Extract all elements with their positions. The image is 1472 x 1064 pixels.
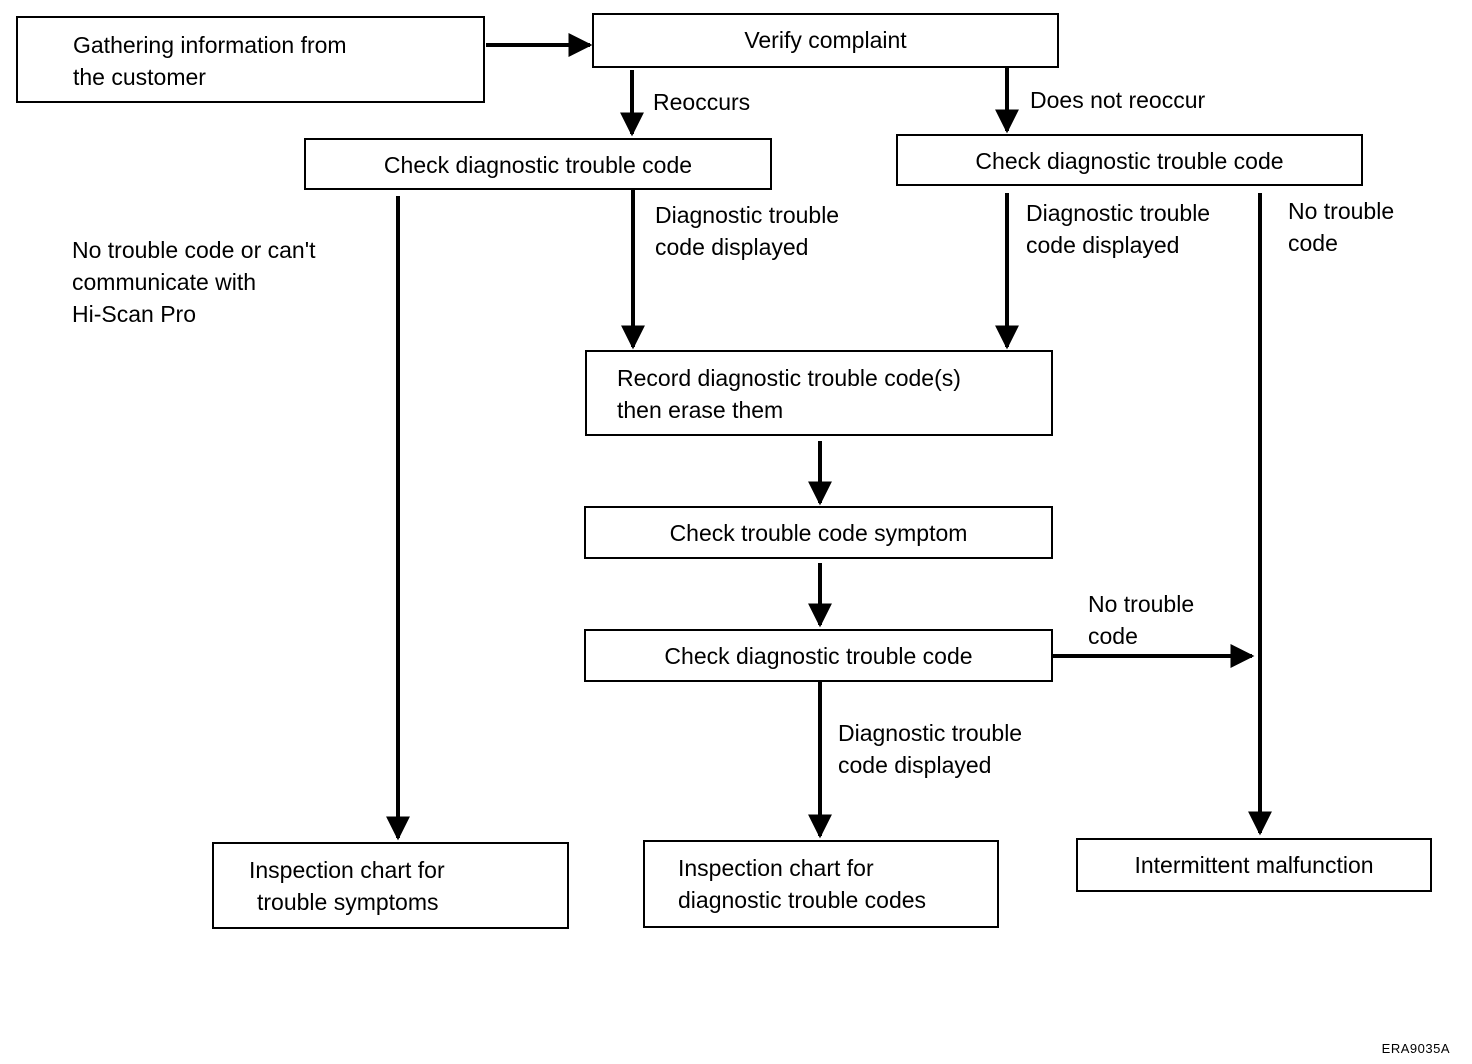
box-text-line: then erase them — [617, 397, 784, 423]
box-text-line: diagnostic trouble codes — [678, 887, 927, 913]
label-reoccurs: Reoccurs — [653, 86, 750, 118]
box-text-line: trouble symptoms — [257, 889, 439, 915]
label-no-code-right: No trouble code — [1288, 195, 1394, 259]
label-no-code-mid: No trouble code — [1088, 588, 1194, 652]
box-text-line: Record diagnostic trouble code(s) — [617, 365, 961, 391]
box-text-line: Intermittent malfunction — [1134, 852, 1374, 878]
label-no-code-left: No trouble code or can't communicate wit… — [72, 234, 315, 330]
label-line: No trouble — [1088, 591, 1195, 617]
label-does-not-reoccur: Does not reoccur — [1030, 84, 1205, 116]
box-text-line: the customer — [73, 64, 206, 90]
box-text-line: Check diagnostic trouble code — [664, 643, 973, 669]
label-line: communicate with — [72, 269, 257, 295]
label-line: No trouble — [1288, 198, 1395, 224]
box-text-line: Check diagnostic trouble code — [383, 152, 693, 178]
box-text-line: Gathering information from — [73, 32, 347, 58]
check-symptom-box: Check trouble code symptom — [584, 506, 1053, 559]
inspection-codes-box: Inspection chart for diagnostic trouble … — [643, 840, 999, 928]
check-dtc-box-left: Check diagnostic trouble code — [304, 138, 772, 190]
label-line: Diagnostic trouble — [838, 720, 1023, 746]
figure-code: ERA9035A — [1381, 1041, 1450, 1056]
label-line: code displayed — [655, 234, 809, 260]
label-line: Diagnostic trouble — [1026, 200, 1211, 226]
box-text-line: Inspection chart for — [678, 855, 874, 881]
label-line: code displayed — [838, 752, 992, 778]
label-line: Diagnostic trouble — [655, 202, 840, 228]
label-dtc-displayed-left: Diagnostic trouble code displayed — [655, 199, 839, 263]
label-line: code displayed — [1026, 232, 1180, 258]
check-dtc-box-bottom: Check diagnostic trouble code — [584, 629, 1053, 682]
verify-complaint-box: Verify complaint — [592, 13, 1059, 68]
box-text-line: Check diagnostic trouble code — [975, 148, 1284, 174]
record-erase-box: Record diagnostic trouble code(s) then e… — [585, 350, 1053, 436]
label-line: Does not reoccur — [1030, 87, 1206, 113]
box-text-line: Verify complaint — [744, 27, 907, 53]
box-text-line: Check trouble code symptom — [669, 520, 968, 546]
label-line: Reoccurs — [653, 89, 751, 115]
label-line: No trouble code or can't — [72, 237, 316, 263]
label-line: code — [1288, 230, 1338, 256]
gather-info-box: Gathering information from the customer — [16, 16, 485, 103]
label-line: Hi-Scan Pro — [72, 301, 196, 327]
label-dtc-displayed-bottom: Diagnostic trouble code displayed — [838, 717, 1022, 781]
intermittent-box: Intermittent malfunction — [1076, 838, 1432, 892]
check-dtc-box-right: Check diagnostic trouble code — [896, 134, 1363, 186]
label-line: code — [1088, 623, 1138, 649]
box-text-line: Inspection chart for — [249, 857, 445, 883]
label-dtc-displayed-right: Diagnostic trouble code displayed — [1026, 197, 1210, 261]
inspection-symptoms-box: Inspection chart for trouble symptoms — [212, 842, 569, 929]
